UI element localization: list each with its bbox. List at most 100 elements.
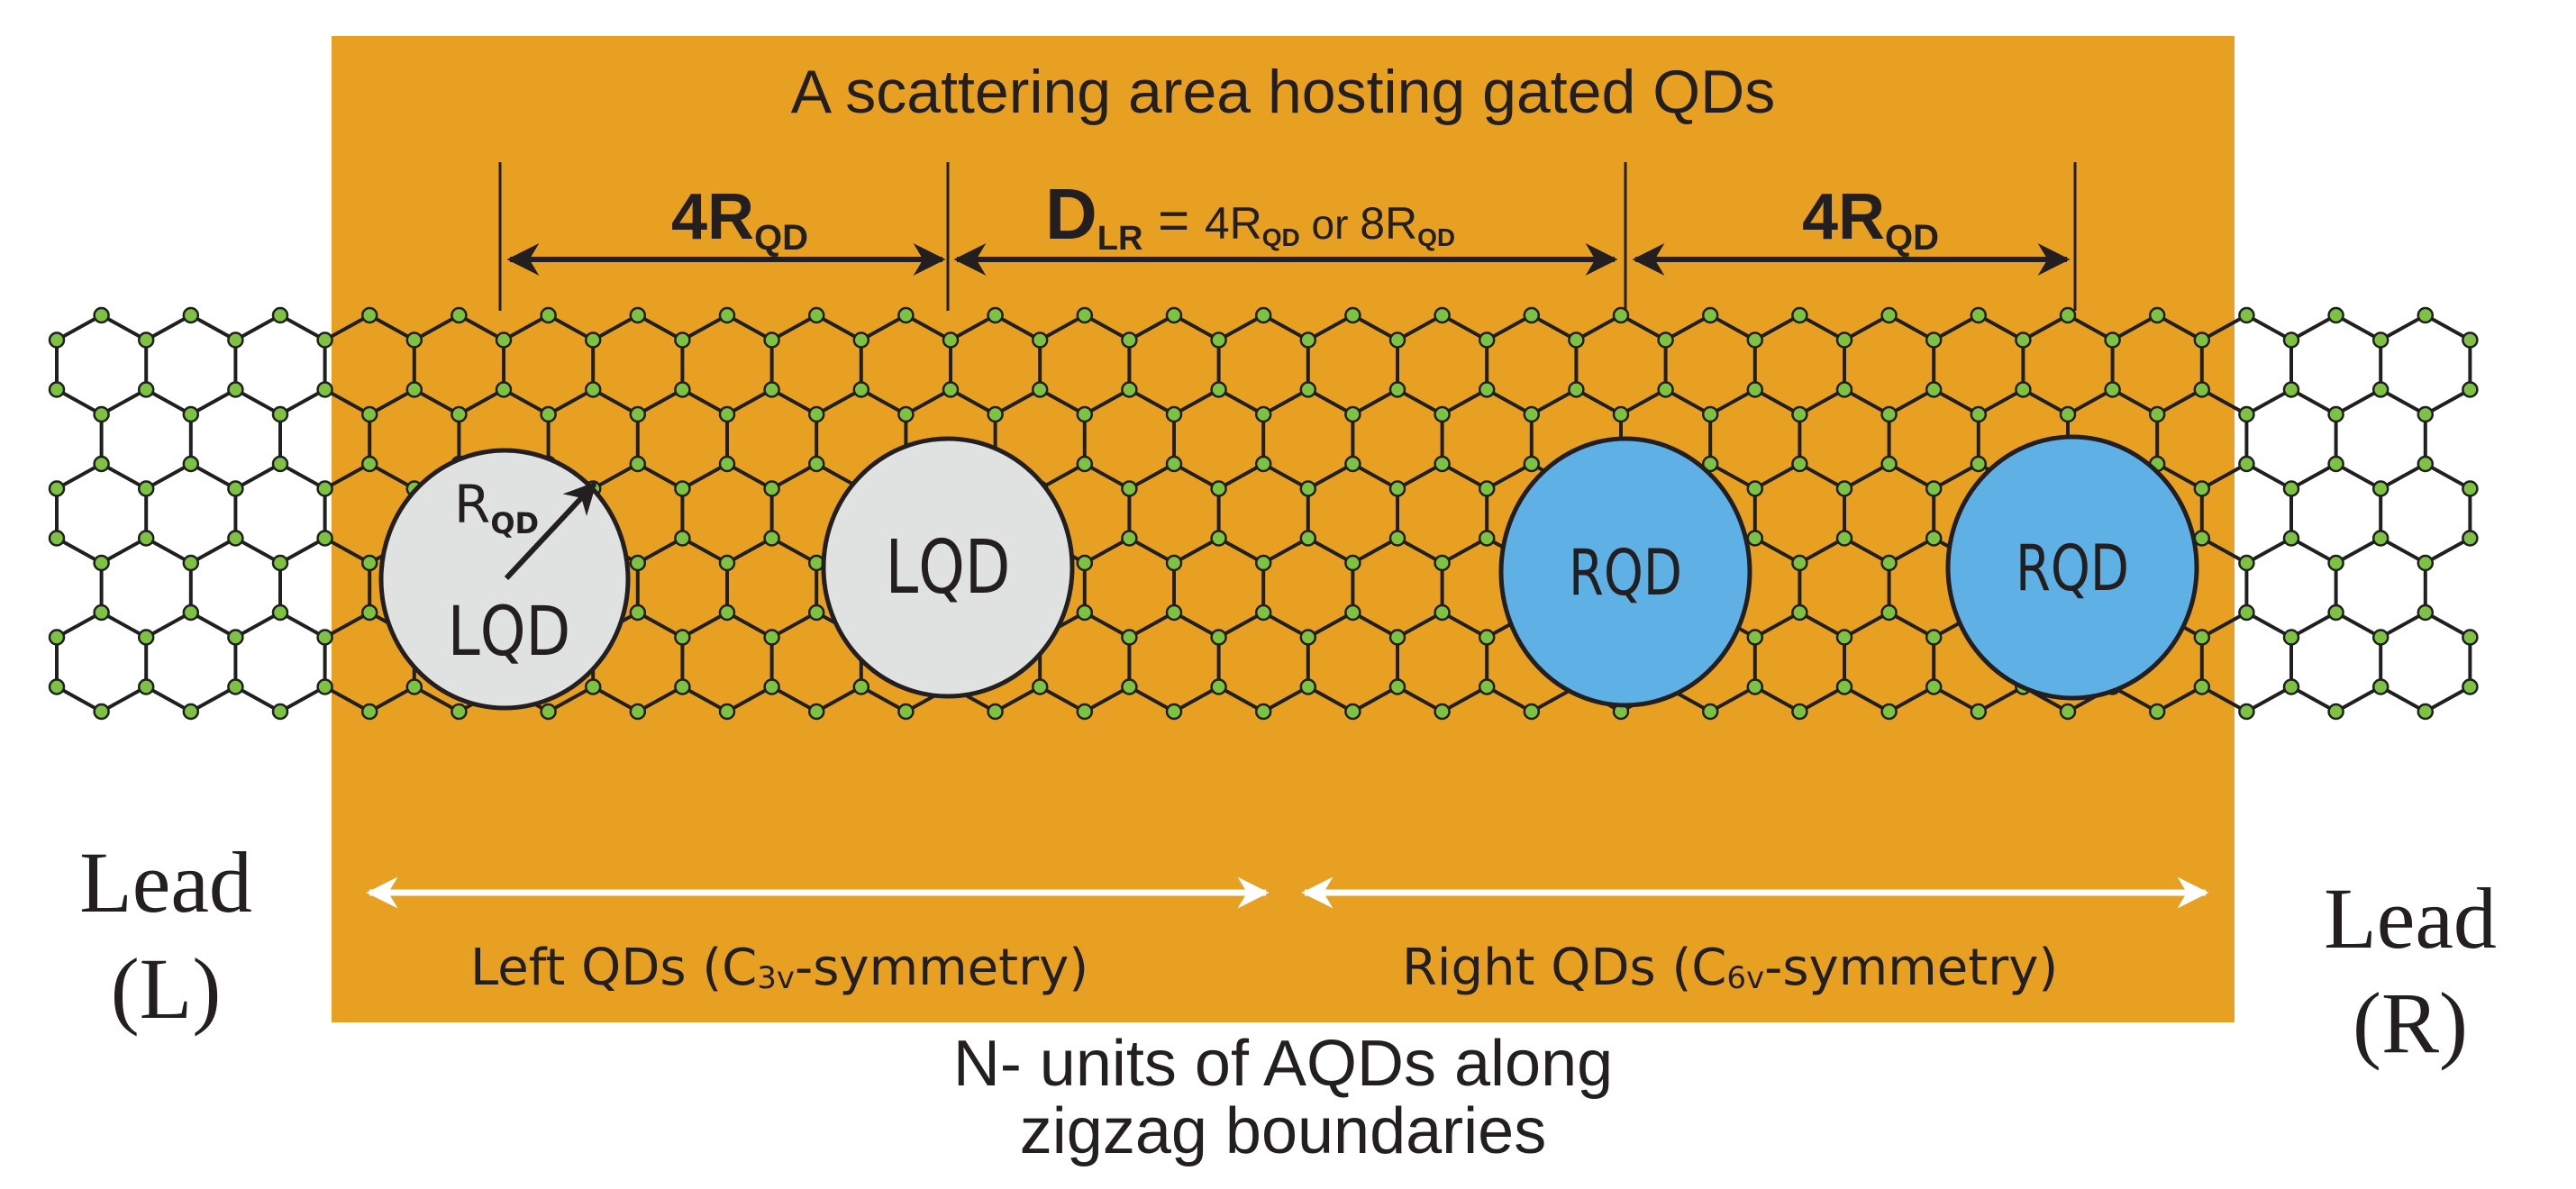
lattice-atom [1746, 530, 1764, 547]
lattice-atom [2238, 405, 2255, 423]
lattice-atom [1434, 703, 1451, 721]
lattice-atom [1121, 629, 1138, 646]
lattice-atom [2148, 703, 2166, 721]
lattice-bond [1530, 387, 1578, 416]
lattice-atom [2417, 554, 2435, 572]
lattice-bond [189, 685, 237, 713]
lattice-bond [100, 313, 148, 342]
lattice-atom [2193, 331, 2211, 349]
lattice-atom [629, 306, 647, 324]
lattice-atom [1434, 604, 1451, 622]
lattice-bond [2335, 313, 2382, 342]
lattice-atom [2327, 703, 2344, 721]
lattice-atom [93, 455, 110, 473]
lattice-atom [1925, 678, 1943, 695]
lattice-atom [405, 381, 423, 398]
lattice-atom [1076, 405, 1094, 423]
lattice-bond [1441, 685, 1488, 713]
lattice-atom [227, 381, 244, 398]
lattice-atom [93, 604, 110, 622]
lattice-bond [1977, 685, 2025, 713]
lattice-atom [629, 455, 647, 473]
lattice-bond [2380, 611, 2426, 640]
lattice-bond [234, 462, 281, 491]
lattice-atom [137, 530, 155, 547]
lattice-atom [405, 331, 423, 349]
lattice-bond [636, 462, 684, 491]
lattice-atom [316, 480, 333, 497]
lattice-atom [897, 703, 915, 721]
lattice-bond [1843, 462, 1890, 491]
lattice-atom [1344, 554, 1361, 572]
lattice-bond [1173, 462, 1220, 491]
lattice-atom [227, 629, 244, 646]
lattice-atom [763, 629, 780, 646]
lattice-atom [360, 455, 378, 473]
lattice-bond [1798, 387, 1845, 416]
lattice-atom [1388, 678, 1406, 695]
lattice-atom [227, 678, 244, 695]
lattice-atom [1165, 455, 1183, 473]
lattice-bond [1262, 462, 1309, 491]
lattice-atom [2193, 381, 2211, 398]
lattice-bond [1753, 611, 1801, 640]
lattice-bond [1352, 536, 1398, 565]
lattice-atom [807, 306, 825, 324]
lattice-bond [2111, 387, 2159, 416]
lattice-atom [93, 405, 110, 423]
lattice-atom [48, 629, 66, 646]
lattice-atom [1612, 306, 1630, 324]
lattice-bond [2156, 685, 2203, 713]
lattice-bond [2022, 313, 2069, 342]
lattice-atom [137, 678, 155, 695]
lattice-atom [1880, 604, 1898, 622]
lattice-atom [48, 530, 66, 547]
lattice-atom [1925, 530, 1943, 547]
lattice-atom [137, 381, 155, 398]
lattice-bond [2290, 387, 2337, 416]
lattice-bond [100, 387, 148, 416]
lattice-bond [1441, 536, 1488, 565]
lattice-bond [369, 462, 415, 491]
lattice-atom [1746, 480, 1764, 497]
lattice-atom [1121, 480, 1138, 497]
lattice-bond [1530, 313, 1578, 342]
lattice-bond [815, 313, 862, 342]
lattice-bond [279, 536, 326, 565]
lattice-bond [2380, 313, 2426, 342]
right-span-label: 4RQD [1802, 181, 1939, 258]
lattice-atom [182, 405, 200, 423]
lattice-atom [1568, 381, 1585, 398]
lattice-bond [1217, 387, 1265, 416]
lattice-bond [1397, 611, 1443, 640]
lattice-atom [1925, 381, 1943, 398]
lattice-bond [1217, 536, 1265, 565]
right-symmetry-label: Right QDs (C6v-symmetry) [1402, 939, 2058, 997]
lattice-bond [1486, 685, 1533, 713]
lattice-bond [2290, 536, 2337, 565]
lattice-atom [1880, 554, 1898, 572]
lattice-bond [1486, 387, 1533, 416]
lattice-bond [1620, 313, 1667, 342]
lattice-atom [1299, 629, 1317, 646]
lattice-bond [815, 685, 862, 713]
lattice-bond [1352, 685, 1398, 713]
lattice-atom [540, 703, 557, 721]
lattice-bond [1888, 536, 1935, 565]
lattice-bond [323, 611, 371, 640]
lattice-bond [2245, 611, 2292, 640]
lattice-atom [1746, 331, 1764, 349]
lattice-atom [1299, 331, 1317, 349]
lattice-bond [189, 611, 237, 640]
lattice-bond [2290, 685, 2337, 713]
lattice-atom [1478, 331, 1496, 349]
lattice-bond [1843, 536, 1890, 565]
lattice-atom [2238, 455, 2255, 473]
lattice-atom [629, 604, 647, 622]
lattice-atom [316, 629, 333, 646]
lattice-bond [1128, 462, 1175, 491]
lattice-bond [636, 313, 684, 342]
lattice-atom [763, 678, 780, 695]
lattice-bond [56, 387, 103, 416]
lattice-atom [1701, 455, 1719, 473]
